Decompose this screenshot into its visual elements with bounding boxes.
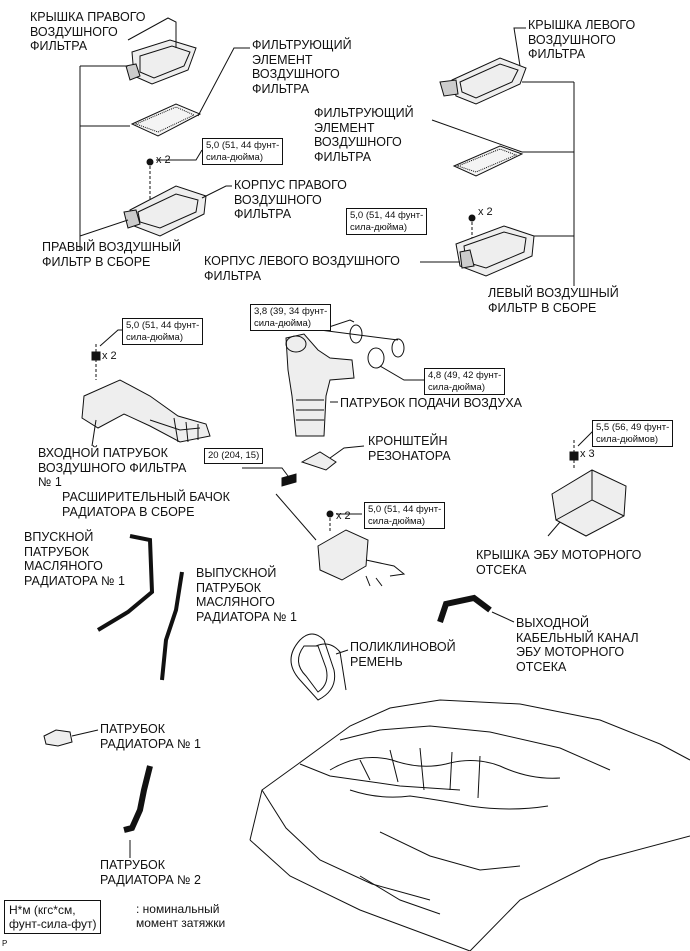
radiator-hose-1-leader: [71, 729, 99, 737]
left-filter-cover-label: КРЫШКА ЛЕВОГО ВОЗДУШНОГО ФИЛЬТРА: [528, 18, 636, 61]
clamp-lower-leader: [379, 365, 424, 381]
right-filter-cover-label: КРЫШКА ПРАВОГО ВОЗДУШНОГО ФИЛЬТРА: [30, 10, 146, 53]
right-filter-cover-part: [125, 39, 197, 85]
right-case-bolt-icon: [146, 158, 154, 166]
inlet-pipe-part: [81, 379, 211, 443]
right-case-torque-leader: [156, 149, 203, 161]
resonator-bracket-part: [300, 451, 337, 471]
reservoir-leader: [275, 493, 317, 541]
resonator-torque-box: 20 (204, 15): [204, 448, 264, 464]
clamp-upper-torque-box: 3,8 (39, 34 фунт- сила-дюйма): [250, 304, 332, 331]
radiator-hose-2-part: [123, 765, 153, 833]
right-case-torque-box: 5,0 (51, 44 фунт- сила-дюйма): [202, 138, 284, 165]
ecu-bolt-icon: [569, 451, 579, 461]
oil-cooler-inlet-hose-label: ВПУСКНОЙ ПАТРУБОК МАСЛЯНОГО РАДИАТОРА № …: [24, 530, 126, 588]
right-filter-case-label: КОРПУС ПРАВОГО ВОЗДУШНОГО ФИЛЬТРА: [234, 178, 347, 221]
left-case-torque-box: 5,0 (51, 44 фунт- сила-дюйма): [346, 208, 428, 235]
clamp-lower-icon: [367, 347, 385, 369]
right-filter-element-part: [130, 103, 202, 137]
ecu-duct-leader: [491, 611, 515, 623]
resonator-bracket-label: КРОНШТЕЙН РЕЗОНАТОРА: [368, 434, 451, 463]
inlet-pipe-label: ВХОДНОЙ ПАТРУБОК ВОЗДУШНОГО ФИЛЬТРА № 1: [38, 446, 187, 489]
radiator-hose-2-label: ПАТРУБОК РАДИАТОРА № 2: [100, 858, 202, 887]
legend-torque-units-box: Н*м (кгс*см, фунт-сила-фут): [4, 900, 102, 934]
oil-cooler-outlet-hose-label: ВЫПУСКНОЙ ПАТРУБОК МАСЛЯНОГО РАДИАТОРА №…: [196, 566, 298, 624]
right-case-leader: [201, 185, 232, 199]
radiator-hose-1-part: [43, 729, 73, 747]
footer-mark: P: [2, 939, 8, 948]
left-case-quantity: x 2: [478, 206, 493, 218]
clamp-upper-right-icon: [391, 338, 405, 358]
left-filter-element-label: ФИЛЬТРУЮЩИЙ ЭЛЕМЕНТ ВОЗДУШНОГО ФИЛЬТРА: [314, 106, 414, 164]
right-case-quantity: x 2: [156, 154, 171, 166]
inlet-pipe-quantity: x 2: [102, 350, 117, 362]
reservoir-quantity: x 2: [336, 510, 351, 522]
ecu-cover-torque-box: 5,5 (56, 49 фунт- сила-дюймов): [592, 420, 674, 447]
radiator-hose-1-label: ПАТРУБОК РАДИАТОРА № 1: [100, 722, 202, 751]
v-belt-leader: [335, 649, 349, 655]
clamp-lower-torque-box: 4,8 (49, 42 фунт- сила-дюйма): [424, 368, 506, 395]
right-element-leader: [197, 47, 250, 117]
inlet-torque-leader: [99, 329, 122, 347]
right-filter-element-label: ФИЛЬТРУЮЩИЙ ЭЛЕМЕНТ ВОЗДУШНОГО ФИЛЬТРА: [252, 38, 352, 96]
left-filter-case-label: КОРПУС ЛЕВОГО ВОЗДУШНОГО ФИЛЬТРА: [204, 254, 400, 283]
left-filter-assembly-label: ЛЕВЫЙ ВОЗДУШНЫЙ ФИЛЬТР В СБОРЕ: [488, 286, 619, 315]
air-intake-pipe-part: [285, 333, 355, 437]
reservoir-bolt-icon: [326, 510, 334, 518]
inlet-bolt-icon: [91, 351, 101, 361]
air-intake-pipe-label: ПАТРУБОК ПОДАЧИ ВОЗДУХА: [340, 396, 522, 410]
ecu-torque-leader: [577, 429, 595, 447]
reservoir-tank-part: [317, 529, 406, 587]
left-cover-leader: [513, 27, 526, 67]
ecu-duct-part: [437, 594, 492, 623]
left-assembly-bracket: [522, 81, 575, 286]
legend-torque-description: : номинальный момент затяжки: [136, 902, 226, 930]
left-filter-element-part: [452, 145, 524, 177]
car-engine-bay-drawing: [249, 699, 690, 951]
left-case-bolt-icon: [468, 214, 476, 222]
right-filter-case-part: [123, 185, 207, 237]
oil-outlet-hose-part: [160, 571, 184, 681]
resonator-leader: [329, 445, 365, 459]
v-belt-part: [290, 633, 347, 701]
v-belt-label: ПОЛИКЛИНОВОЙ РЕМЕНЬ: [350, 640, 456, 669]
reservoir-torque-box: 5,0 (51, 44 фунт- сила-дюйма): [364, 502, 446, 529]
inlet-pipe-torque-box: 5,0 (51, 44 фунт- сила-дюйма): [122, 318, 204, 345]
ecu-cover-leader: [547, 521, 561, 537]
reservoir-label: РАСШИРИТЕЛЬНЫЙ БАЧОК РАДИАТОРА В СБОРЕ: [62, 490, 230, 519]
left-filter-cover-part: [439, 57, 527, 105]
oil-inlet-hose-part: [96, 534, 155, 632]
ecu-wiring-duct-label: ВЫХОДНОЙ КАБЕЛЬНЫЙ КАНАЛ ЭБУ МОТОРНОГО О…: [516, 616, 639, 674]
ecu-cover-label: КРЫШКА ЭБУ МОТОРНОГО ОТСЕКА: [476, 548, 642, 577]
ecu-cover-quantity: x 3: [580, 448, 595, 460]
right-filter-assembly-label: ПРАВЫЙ ВОЗДУШНЫЙ ФИЛЬТР В СБОРЕ: [42, 240, 181, 269]
right-assembly-bracket: [79, 65, 130, 250]
resonator-torque-leader: [242, 467, 289, 477]
inlet-pipe-leader: [91, 419, 97, 447]
right-cover-leader: [127, 17, 177, 48]
resonator-bolt-icon: [281, 473, 297, 487]
left-filter-case-part: [455, 225, 535, 277]
ecu-cover-part: [551, 469, 627, 537]
left-element-leader: [431, 119, 523, 153]
clamp-torque-leader-2: [319, 329, 399, 341]
